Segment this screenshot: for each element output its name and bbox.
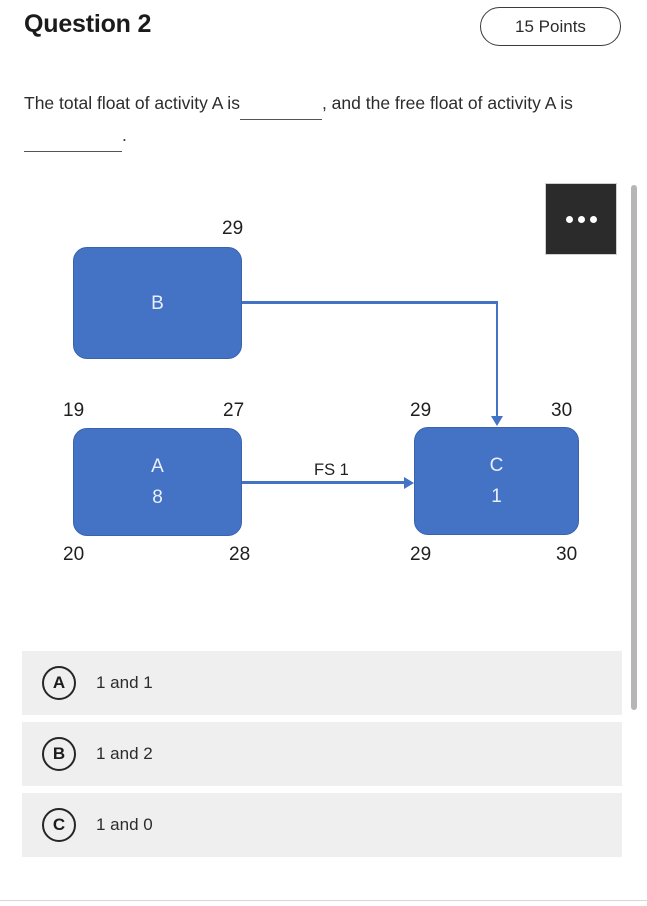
option-row-c[interactable]: C 1 and 0 (22, 793, 622, 857)
node-a-late-start: 20 (63, 544, 85, 565)
option-text-b: 1 and 2 (96, 744, 153, 763)
overflow-menu-button[interactable] (545, 183, 617, 255)
node-b-label: B (151, 292, 164, 314)
diagram-node-c: C 1 (414, 427, 579, 535)
node-c-duration: 1 (491, 486, 502, 507)
edge-b-c-arrowhead-icon (490, 416, 503, 426)
ellipsis-dot-2-icon (577, 215, 585, 223)
edge-a-c-arrowhead-icon (404, 476, 414, 489)
option-row-a[interactable]: A 1 and 1 (22, 651, 622, 715)
network-diagram: 29 B 19 27 A 8 20 28 29 30 C 1 29 30 FS … (0, 168, 630, 588)
edge-a-c-label: FS 1 (314, 461, 349, 479)
scrollbar-thumb[interactable] (631, 185, 637, 710)
diagram-node-a: A 8 (73, 428, 242, 536)
node-a-early-start: 19 (63, 400, 85, 421)
bottom-divider (0, 900, 647, 901)
edge-b-c-vertical (495, 301, 498, 417)
node-c-late-finish: 30 (556, 544, 578, 565)
node-a-late-finish: 28 (229, 544, 251, 565)
blank-1 (239, 88, 322, 120)
prompt-part-2: , and the free float of activity A is (321, 93, 573, 113)
blank-2 (24, 120, 122, 152)
page-title: Question 2 (24, 10, 152, 38)
node-c-label: C (489, 455, 504, 476)
node-a-label: A (151, 456, 164, 477)
points-badge: 15 Points (480, 7, 621, 46)
question-header: Question 2 15 Points (0, 0, 647, 56)
node-c-late-start: 29 (410, 544, 432, 565)
node-c-early-finish: 30 (551, 400, 573, 421)
prompt-part-1: The total float of activity A is (24, 93, 240, 113)
option-text-c: 1 and 0 (96, 815, 153, 834)
option-letter-c: C (42, 808, 76, 842)
node-b-early-finish: 29 (222, 218, 244, 239)
node-a-duration: 8 (152, 487, 163, 508)
prompt-part-3: . (122, 125, 127, 145)
option-letter-b: B (42, 737, 76, 771)
ellipsis-dot-1-icon (565, 215, 573, 223)
option-text-a: 1 and 1 (96, 673, 153, 692)
option-letter-a: A (42, 666, 76, 700)
node-a-early-finish: 27 (223, 400, 245, 421)
edge-a-c-line (242, 481, 406, 484)
edge-b-c-horizontal (242, 301, 498, 304)
option-row-b[interactable]: B 1 and 2 (22, 722, 622, 786)
question-prompt: The total float of activity A is , and t… (24, 88, 599, 152)
answer-options: A 1 and 1 B 1 and 2 C 1 and 0 (22, 651, 622, 864)
ellipsis-dot-3-icon (589, 215, 597, 223)
node-c-early-start: 29 (410, 400, 432, 421)
diagram-node-b: B (73, 247, 242, 359)
